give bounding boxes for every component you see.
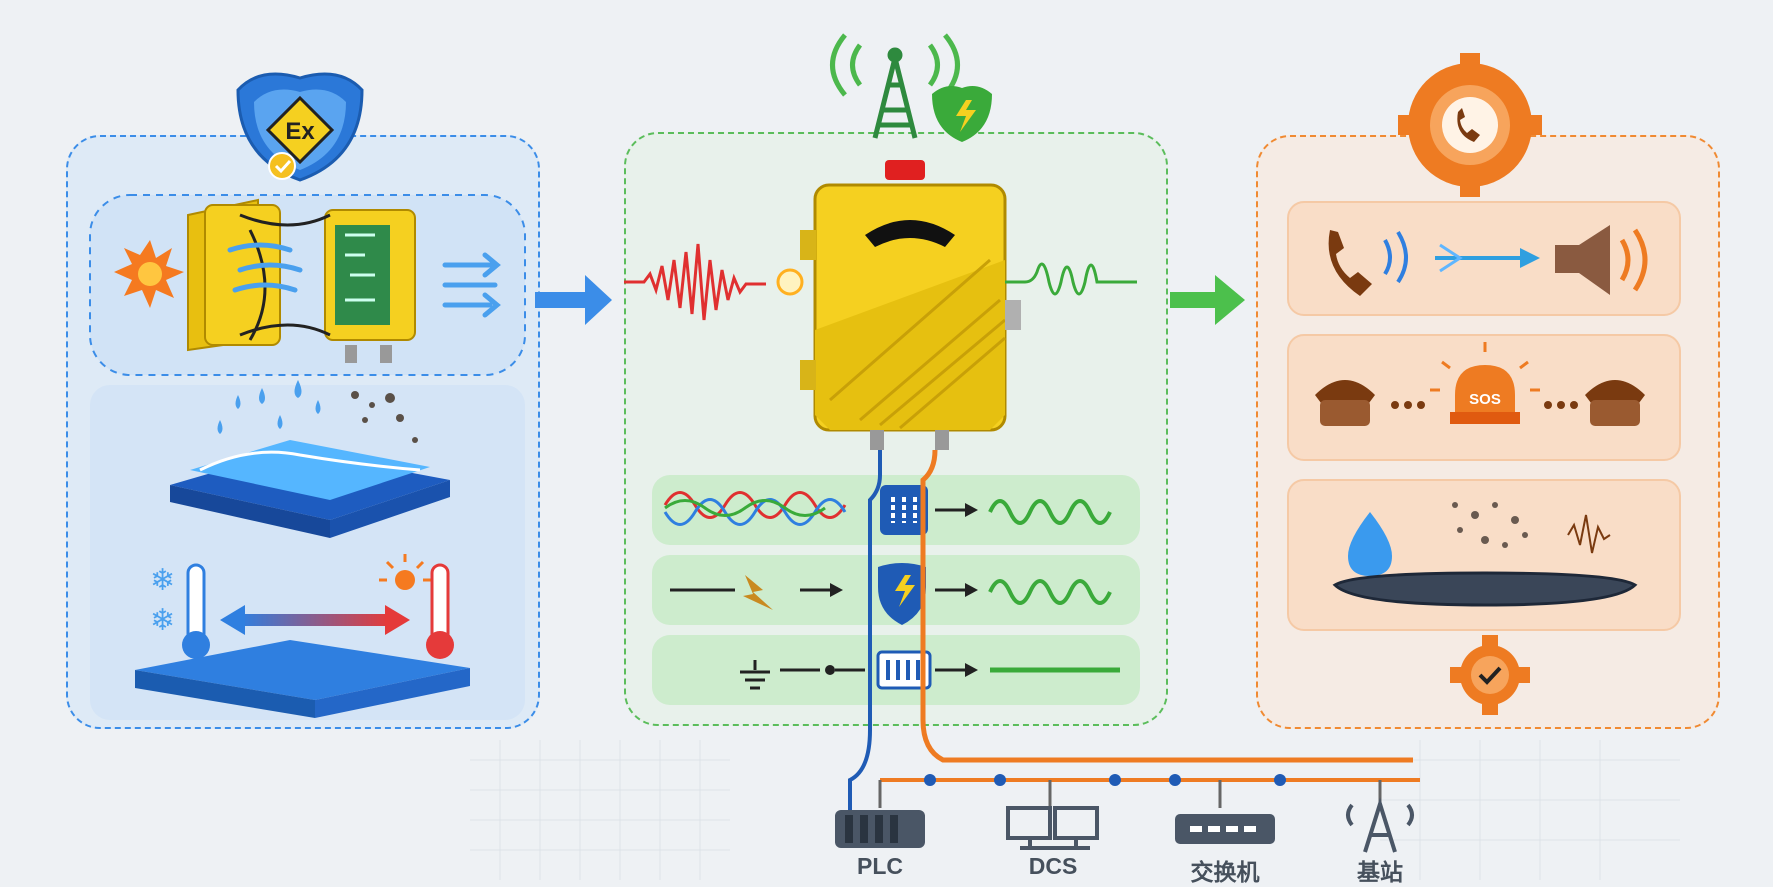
desk-phone-right-icon [1585,380,1645,426]
network-node-label-dcs: DCS [1028,853,1078,879]
svg-text:❄: ❄ [150,564,175,597]
flow-arrow-green [1170,275,1245,325]
sealed-plate-icon [170,440,450,538]
hot-thermometer-icon [379,554,454,659]
filter-row-surge [652,555,1140,625]
speaker-icon [1555,225,1610,295]
temperature-range-arrow-icon [220,605,410,635]
filter-row-ground [652,635,1140,705]
airflow-arrows-icon [227,242,501,318]
lightning-surge-icon [743,575,773,610]
svg-text:❄: ❄ [150,604,175,637]
open-enclosure-icon [187,198,416,363]
desk-phone-left-icon [1315,380,1375,426]
network-node-label-base-station: 基站 [1357,859,1403,885]
phone-handset-icon [1328,230,1372,296]
emergency-call-row: SOS [1287,334,1681,461]
explosion-icon [114,240,184,308]
signal-flare [776,268,804,296]
explosion-proof-phone-icon [800,160,1021,450]
vibration-wave-icon [1567,514,1611,554]
rugged-plate-icon [1332,571,1638,607]
dcs-monitors-icon [1006,806,1099,850]
water-splash-icon [217,380,418,443]
dust-particles-icon [1452,502,1528,548]
noisy-signal-wave [624,243,766,321]
network-switch-icon [1175,814,1275,844]
network-node-label-plc: PLC [857,853,903,879]
surge-protection-icon [878,563,926,625]
flow-arrow-blue [535,275,612,325]
phone-gear-icon [1398,53,1542,197]
temperature-plate-icon [135,640,470,718]
network-bus [878,774,1420,808]
cold-thermometer-icon: ❄ ❄ [150,563,210,659]
shield-lightning-icon [932,86,992,142]
base-station-icon [1346,797,1414,853]
clean-signal-wave [1005,262,1137,296]
network-node-label-switch: 交换机 [1190,859,1260,885]
environment-resistance-row [1287,479,1681,631]
ex-badge-text: Ex [285,118,315,145]
voice-broadcast-row [1287,201,1681,316]
filter-row-emi [652,475,1140,545]
ground-icon [740,660,770,690]
sos-beacon-icon: SOS [1430,342,1540,424]
check-gear-icon [1450,635,1530,715]
ex-shield-icon: Ex [236,72,364,182]
plc-icon [835,810,925,848]
water-drop-icon [1348,512,1392,576]
sos-badge-text: SOS [1469,391,1501,408]
antenna-tower-icon [830,33,960,139]
